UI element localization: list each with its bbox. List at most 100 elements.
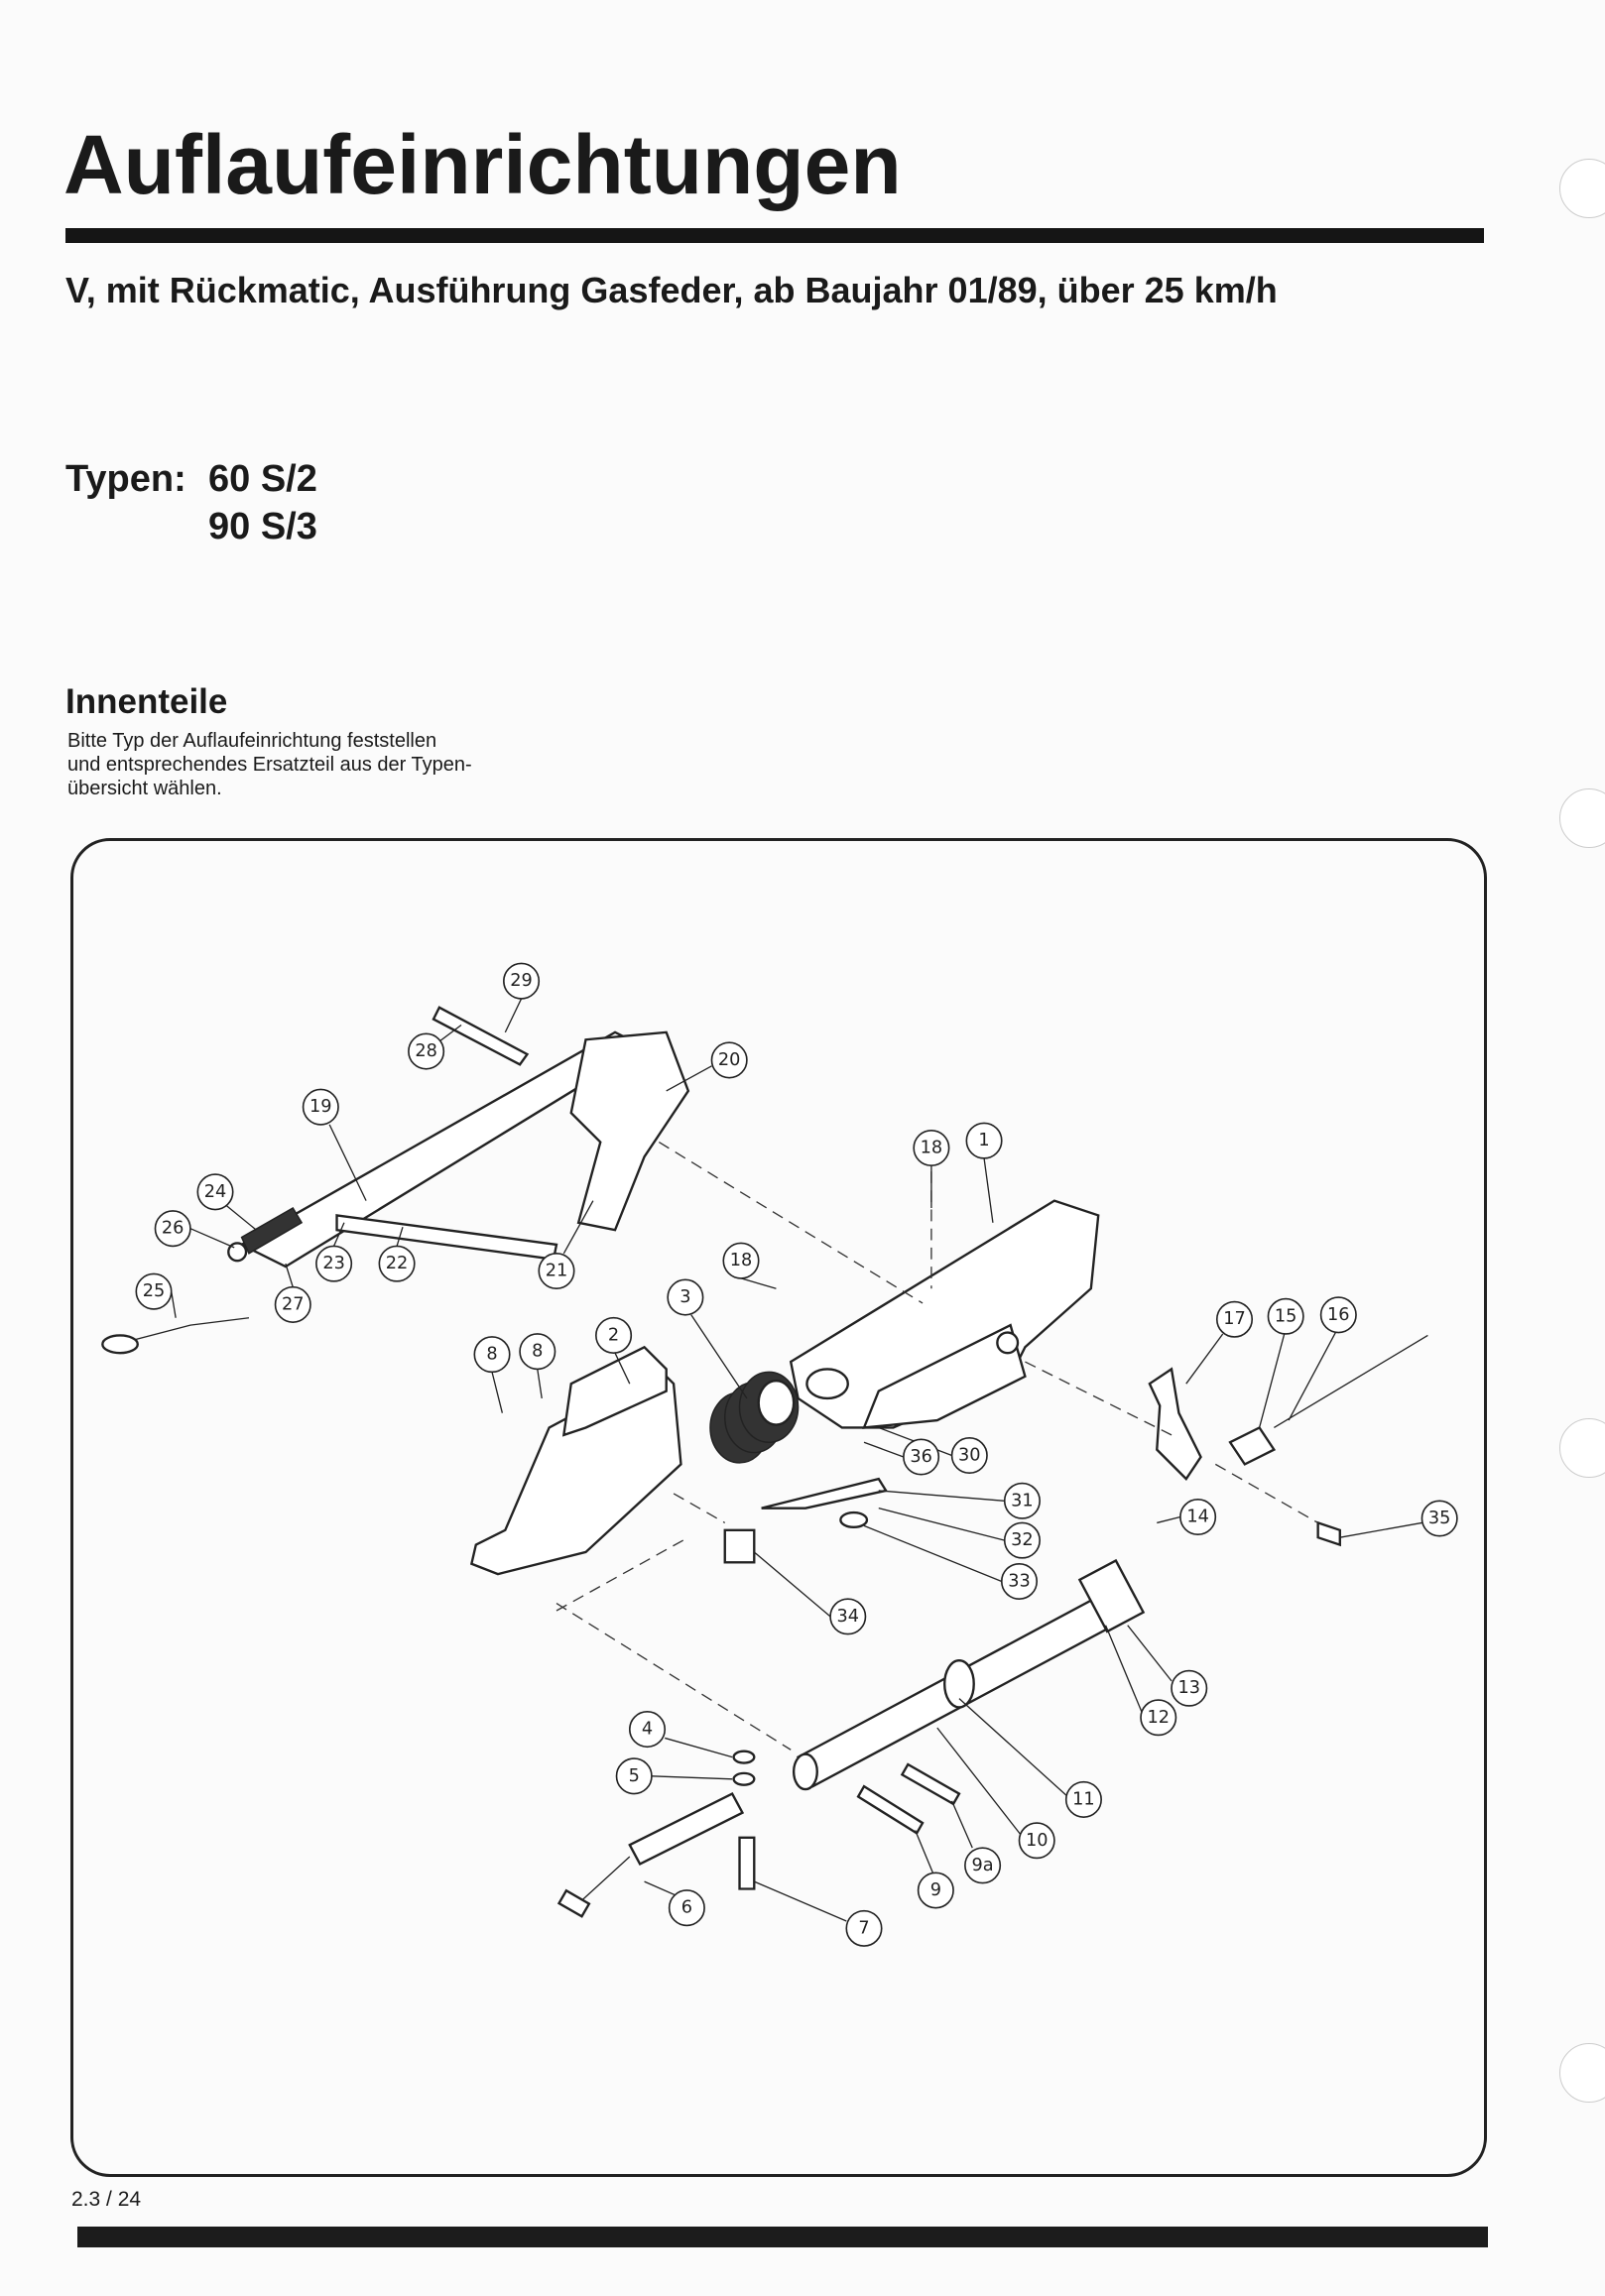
callout-label: 12 bbox=[1147, 1708, 1170, 1728]
callout-6: 6 bbox=[668, 1889, 705, 1927]
callout-label: 6 bbox=[681, 1898, 692, 1918]
clip-34 bbox=[723, 1528, 756, 1564]
callout-label: 11 bbox=[1072, 1789, 1095, 1809]
parts-drawing bbox=[101, 998, 1428, 1922]
note-line: und entsprechendes Ersatzteil aus der Ty… bbox=[67, 754, 472, 776]
callout-29: 29 bbox=[503, 962, 541, 1000]
lever-head bbox=[569, 1030, 690, 1232]
callout-18: 18 bbox=[913, 1129, 950, 1167]
callout-28: 28 bbox=[408, 1032, 445, 1070]
callout-9: 9 bbox=[917, 1872, 954, 1909]
callout-14: 14 bbox=[1179, 1498, 1217, 1536]
callout-3: 3 bbox=[667, 1278, 704, 1316]
callout-label: 10 bbox=[1026, 1831, 1049, 1851]
threaded-rod bbox=[1274, 1334, 1428, 1429]
callout-17: 17 bbox=[1215, 1300, 1254, 1338]
callout-10: 10 bbox=[1018, 1822, 1055, 1860]
callout-label: 3 bbox=[679, 1287, 690, 1307]
callout-label: 7 bbox=[858, 1918, 869, 1938]
callout-label: 14 bbox=[1186, 1508, 1209, 1527]
callout-30: 30 bbox=[950, 1436, 988, 1475]
bellows bbox=[709, 1371, 800, 1464]
page-title: Auflaufeinrichtungen bbox=[63, 118, 902, 211]
callout-label: 18 bbox=[730, 1251, 753, 1270]
callout-label: 30 bbox=[958, 1446, 981, 1466]
damper-6 bbox=[628, 1791, 745, 1866]
callout-4: 4 bbox=[628, 1711, 667, 1749]
callout-label: 28 bbox=[415, 1041, 437, 1061]
binder-hole bbox=[1559, 788, 1605, 848]
callout-19: 19 bbox=[302, 1088, 339, 1126]
binder-hole bbox=[1559, 2043, 1605, 2103]
callout-label: 24 bbox=[204, 1182, 227, 1202]
bolt-7 bbox=[738, 1836, 756, 1890]
cable bbox=[116, 1317, 250, 1345]
note-line: Bitte Typ der Auflaufeinrichtung festste… bbox=[67, 730, 437, 752]
callout-label: 9a bbox=[972, 1856, 994, 1875]
callout-label: 5 bbox=[629, 1766, 640, 1786]
callout-label: 2 bbox=[608, 1325, 619, 1345]
callout-33: 33 bbox=[1000, 1562, 1039, 1601]
callout-label: 8 bbox=[532, 1342, 543, 1362]
callout-12: 12 bbox=[1140, 1699, 1177, 1737]
bolt-9 bbox=[856, 1784, 925, 1836]
callout-32: 32 bbox=[1003, 1521, 1041, 1559]
binder-hole bbox=[1559, 1418, 1605, 1478]
callout-label: 13 bbox=[1177, 1678, 1200, 1698]
callout-label: 17 bbox=[1223, 1309, 1246, 1329]
callout-21: 21 bbox=[538, 1252, 575, 1290]
type-value: 60 S/2 bbox=[208, 458, 317, 500]
cable-eye bbox=[101, 1334, 139, 1355]
callout-label: 4 bbox=[642, 1720, 653, 1740]
callout-16: 16 bbox=[1319, 1296, 1357, 1334]
callout-label: 27 bbox=[282, 1294, 305, 1314]
spring-coil bbox=[240, 1207, 304, 1255]
callout-35: 35 bbox=[1420, 1500, 1458, 1537]
callout-label: 8 bbox=[486, 1345, 497, 1365]
callout-25: 25 bbox=[135, 1272, 173, 1310]
callout-23: 23 bbox=[315, 1245, 353, 1282]
nut-35 bbox=[1316, 1520, 1341, 1547]
callout-label: 26 bbox=[162, 1219, 185, 1239]
callout-8: 8 bbox=[473, 1336, 511, 1374]
callout-label: 22 bbox=[386, 1254, 409, 1273]
callout-label: 29 bbox=[510, 971, 533, 991]
callout-5: 5 bbox=[615, 1757, 653, 1795]
callout-label: 16 bbox=[1327, 1305, 1350, 1325]
binder-hole bbox=[1559, 159, 1605, 218]
lever-plate bbox=[761, 1477, 889, 1510]
callout-22: 22 bbox=[378, 1245, 416, 1282]
callout-7: 7 bbox=[845, 1909, 883, 1947]
callout-label: 21 bbox=[546, 1262, 568, 1281]
callout-2: 2 bbox=[595, 1316, 633, 1354]
callout-label: 31 bbox=[1011, 1491, 1034, 1511]
callout-36: 36 bbox=[903, 1438, 940, 1476]
lever-17 bbox=[1148, 1367, 1202, 1481]
coupling-head bbox=[469, 1367, 682, 1576]
footer-rule bbox=[77, 2227, 1488, 2247]
callout-20: 20 bbox=[710, 1041, 748, 1079]
callout-11: 11 bbox=[1064, 1780, 1102, 1818]
callout-31: 31 bbox=[1003, 1482, 1041, 1519]
callout-label: 34 bbox=[836, 1607, 859, 1627]
callout-label: 25 bbox=[143, 1281, 166, 1301]
callout-label: 23 bbox=[322, 1254, 345, 1273]
callout-label: 32 bbox=[1011, 1530, 1034, 1550]
bolt-29 bbox=[432, 1006, 530, 1066]
callout-label: 19 bbox=[309, 1097, 332, 1117]
callout-27: 27 bbox=[274, 1285, 311, 1323]
flange-13 bbox=[1077, 1558, 1146, 1633]
page-subtitle: V, mit Rückmatic, Ausführung Gasfeder, a… bbox=[65, 270, 1278, 310]
callout-label: 15 bbox=[1275, 1306, 1297, 1326]
section-title: Innenteile bbox=[65, 682, 228, 721]
type-value: 90 S/3 bbox=[208, 506, 317, 547]
diagram-frame bbox=[70, 838, 1487, 2177]
header-rule bbox=[65, 228, 1484, 243]
callout-label: 9 bbox=[930, 1880, 941, 1900]
callout-15: 15 bbox=[1267, 1297, 1304, 1335]
callout-1: 1 bbox=[965, 1122, 1003, 1159]
bolt-9a bbox=[900, 1762, 961, 1806]
section-note: Bitte Typ der Auflaufeinrichtung festste… bbox=[67, 729, 583, 800]
callout-26: 26 bbox=[154, 1210, 191, 1248]
